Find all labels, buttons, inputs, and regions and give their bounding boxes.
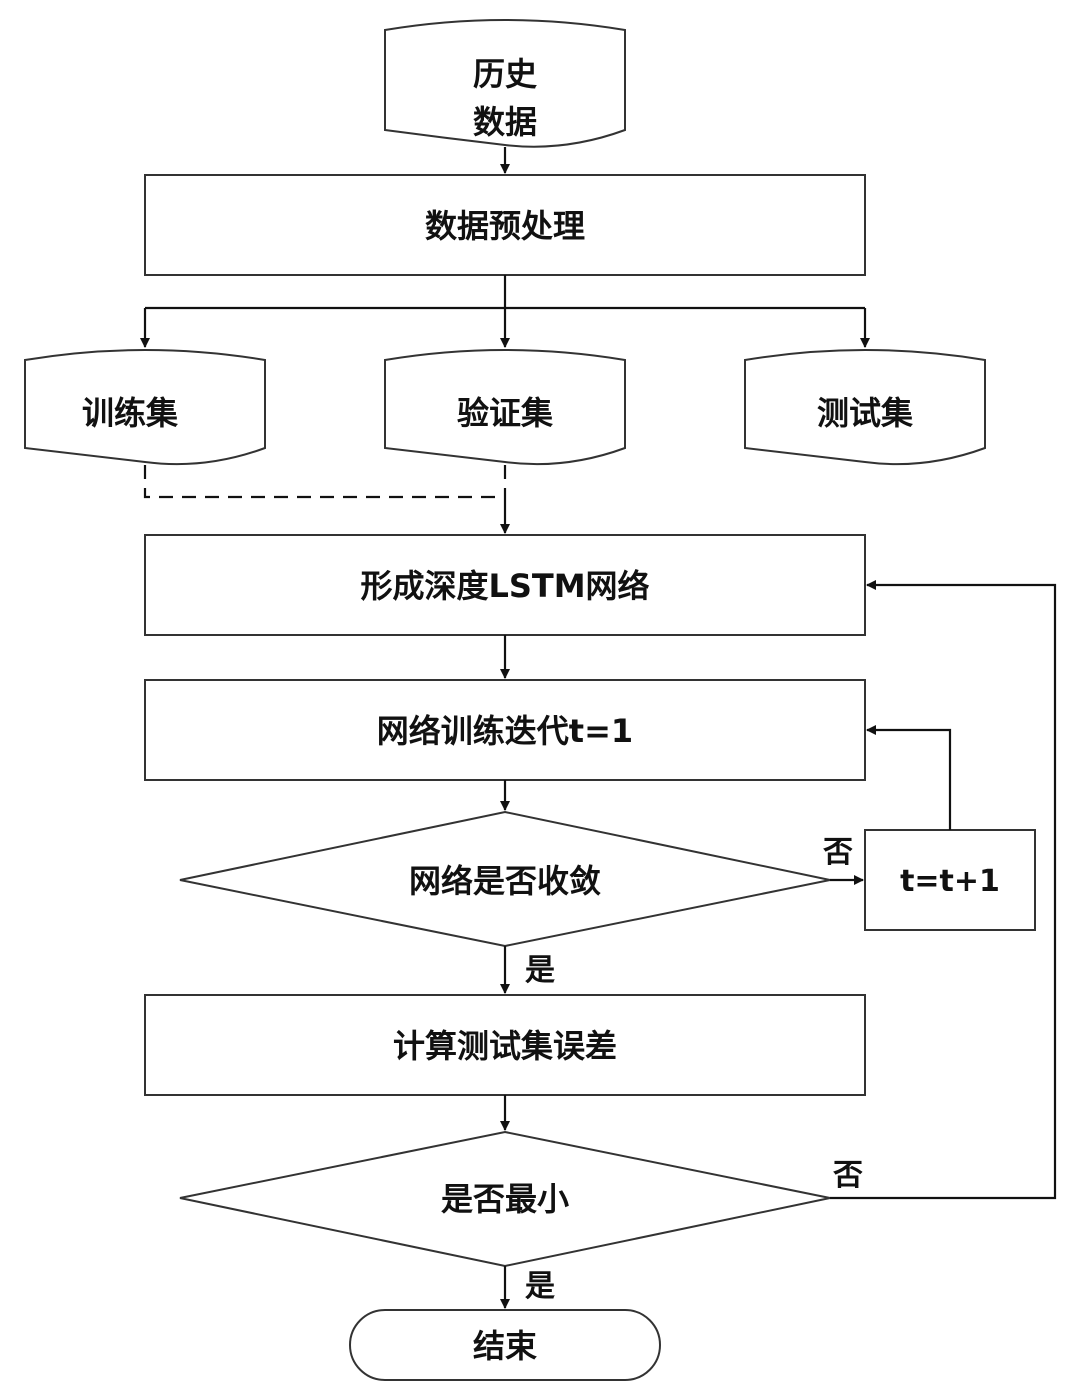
increment-node: t=t+1 bbox=[864, 829, 1036, 931]
train-set-node: 训练集 bbox=[24, 349, 266, 466]
end-node: 结束 bbox=[349, 1309, 661, 1381]
preprocess-label: 数据预处理 bbox=[425, 207, 585, 245]
train-set-label: 训练集 bbox=[82, 394, 178, 432]
build-lstm-node: 形成深度LSTM网络 bbox=[144, 534, 866, 636]
converge-decision-node: 网络是否收敛 bbox=[179, 810, 831, 948]
test-set-node: 测试集 bbox=[744, 349, 986, 466]
min-decision-label: 是否最小 bbox=[441, 1180, 569, 1218]
train-iteration-label: 网络训练迭代t=1 bbox=[377, 712, 633, 750]
history-data-label-line2: 数据 bbox=[473, 103, 537, 141]
min-decision-node: 是否最小 bbox=[179, 1130, 831, 1268]
min-no-label: 否 bbox=[833, 1158, 863, 1193]
min-yes-label: 是 bbox=[525, 1269, 555, 1304]
edge-train-set-dashed bbox=[143, 465, 505, 499]
test-set-label: 测试集 bbox=[817, 394, 913, 432]
compute-error-node: 计算测试集误差 bbox=[144, 994, 866, 1096]
converge-yes-label: 是 bbox=[525, 953, 555, 988]
edge-increment-loop bbox=[866, 725, 952, 830]
build-lstm-label: 形成深度LSTM网络 bbox=[360, 567, 649, 605]
increment-label: t=t+1 bbox=[900, 864, 1000, 899]
edge-min-no-loop bbox=[830, 580, 1057, 1200]
validation-set-node: 验证集 bbox=[384, 349, 626, 466]
validation-set-label: 验证集 bbox=[457, 394, 553, 432]
compute-error-label: 计算测试集误差 bbox=[393, 1027, 617, 1065]
converge-no-label: 否 bbox=[823, 835, 853, 870]
preprocess-node: 数据预处理 bbox=[144, 174, 866, 276]
train-iteration-node: 网络训练迭代t=1 bbox=[144, 679, 866, 781]
converge-decision-label: 网络是否收敛 bbox=[409, 862, 601, 900]
history-data-node: 历史 数据 bbox=[384, 19, 626, 148]
end-label: 结束 bbox=[473, 1327, 537, 1365]
history-data-label-line1: 历史 bbox=[473, 55, 537, 93]
